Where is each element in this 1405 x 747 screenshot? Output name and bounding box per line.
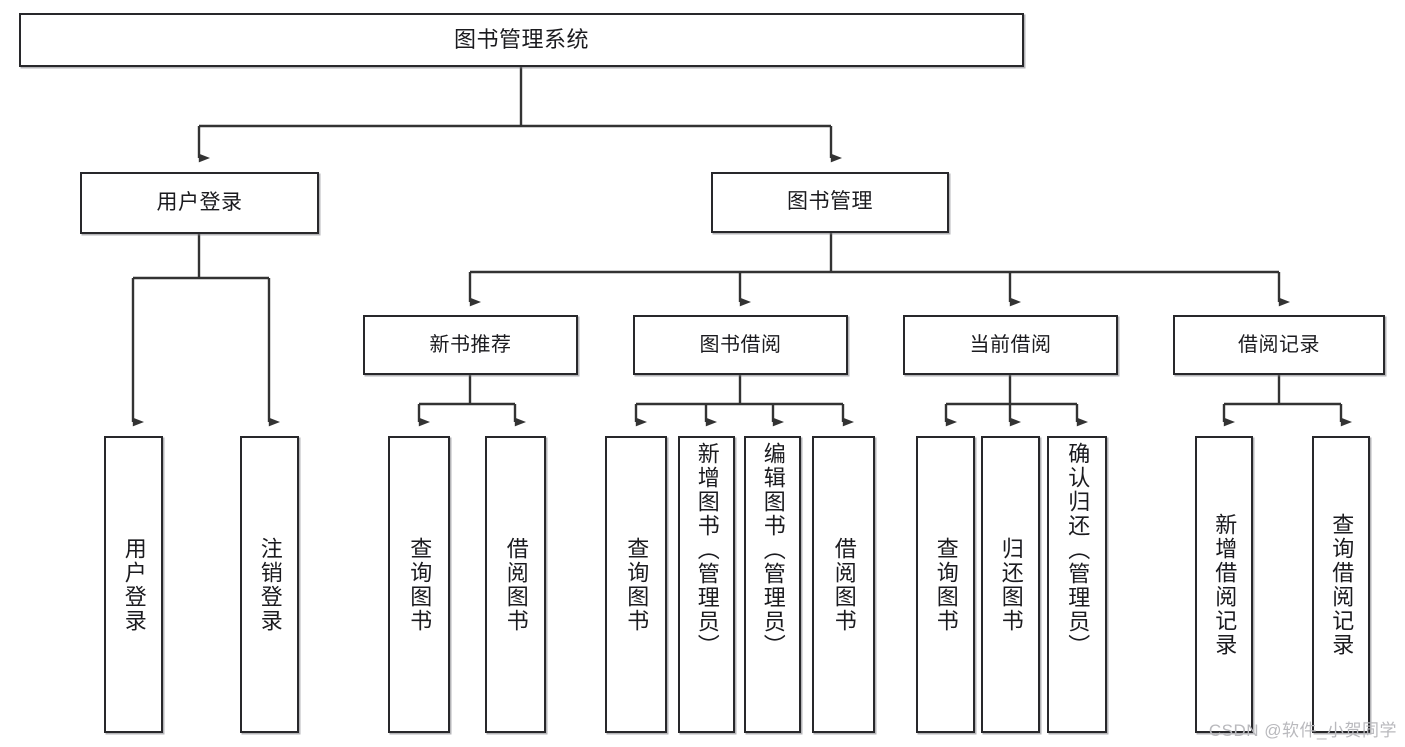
node-current-borrow[interactable]: 当前借阅 bbox=[903, 315, 1118, 375]
node-label: 编辑图书（管理员） bbox=[760, 442, 786, 658]
node-leaf-confirm-return-admin[interactable]: 确认归还（管理员） bbox=[1047, 436, 1107, 733]
node-book-borrow[interactable]: 图书借阅 bbox=[633, 315, 848, 375]
node-leaf-query-book-borrow[interactable]: 查询图书 bbox=[605, 436, 667, 733]
node-label: 图书管理 bbox=[787, 190, 873, 214]
node-leaf-query-book-current[interactable]: 查询图书 bbox=[916, 436, 975, 733]
node-leaf-user-login[interactable]: 用户登录 bbox=[104, 436, 163, 733]
node-label: 借阅图书 bbox=[503, 536, 529, 633]
node-label: 用户登录 bbox=[121, 536, 147, 633]
node-user-login[interactable]: 用户登录 bbox=[80, 172, 319, 234]
node-label: 新书推荐 bbox=[429, 333, 512, 356]
node-leaf-add-book-admin[interactable]: 新增图书（管理员） bbox=[678, 436, 735, 733]
node-label: 查询图书 bbox=[933, 536, 959, 633]
node-label: 图书管理系统 bbox=[453, 27, 589, 53]
node-label: 查询图书 bbox=[407, 536, 433, 633]
node-label: 借阅图书 bbox=[831, 536, 857, 633]
node-label: 归还图书 bbox=[998, 536, 1024, 633]
node-leaf-add-borrow-record[interactable]: 新增借阅记录 bbox=[1195, 436, 1253, 733]
node-leaf-query-book-new[interactable]: 查询图书 bbox=[388, 436, 450, 733]
node-leaf-edit-book-admin[interactable]: 编辑图书（管理员） bbox=[744, 436, 801, 733]
node-leaf-query-borrow-record[interactable]: 查询借阅记录 bbox=[1312, 436, 1370, 733]
node-label: 新增借阅记录 bbox=[1212, 512, 1238, 657]
node-label: 确认归还（管理员） bbox=[1065, 442, 1091, 658]
node-new-book-recommend[interactable]: 新书推荐 bbox=[363, 315, 578, 375]
node-borrow-record[interactable]: 借阅记录 bbox=[1173, 315, 1385, 375]
node-book-management-system[interactable]: 图书管理系统 bbox=[19, 13, 1024, 67]
node-leaf-logout-login[interactable]: 注销登录 bbox=[240, 436, 299, 733]
node-label: 借阅记录 bbox=[1238, 333, 1320, 356]
node-label: 当前借阅 bbox=[969, 333, 1052, 356]
node-leaf-return-book[interactable]: 归还图书 bbox=[981, 436, 1040, 733]
node-label: 图书借阅 bbox=[699, 333, 782, 356]
node-label: 查询图书 bbox=[624, 536, 650, 633]
node-leaf-borrow-book-new[interactable]: 借阅图书 bbox=[485, 436, 546, 733]
node-leaf-borrow-book-borrow[interactable]: 借阅图书 bbox=[812, 436, 875, 733]
node-label: 查询借阅记录 bbox=[1329, 512, 1355, 657]
node-label: 用户登录 bbox=[156, 190, 243, 214]
node-label: 新增图书（管理员） bbox=[694, 442, 720, 658]
node-book-management[interactable]: 图书管理 bbox=[711, 172, 949, 233]
node-label: 注销登录 bbox=[257, 536, 283, 633]
